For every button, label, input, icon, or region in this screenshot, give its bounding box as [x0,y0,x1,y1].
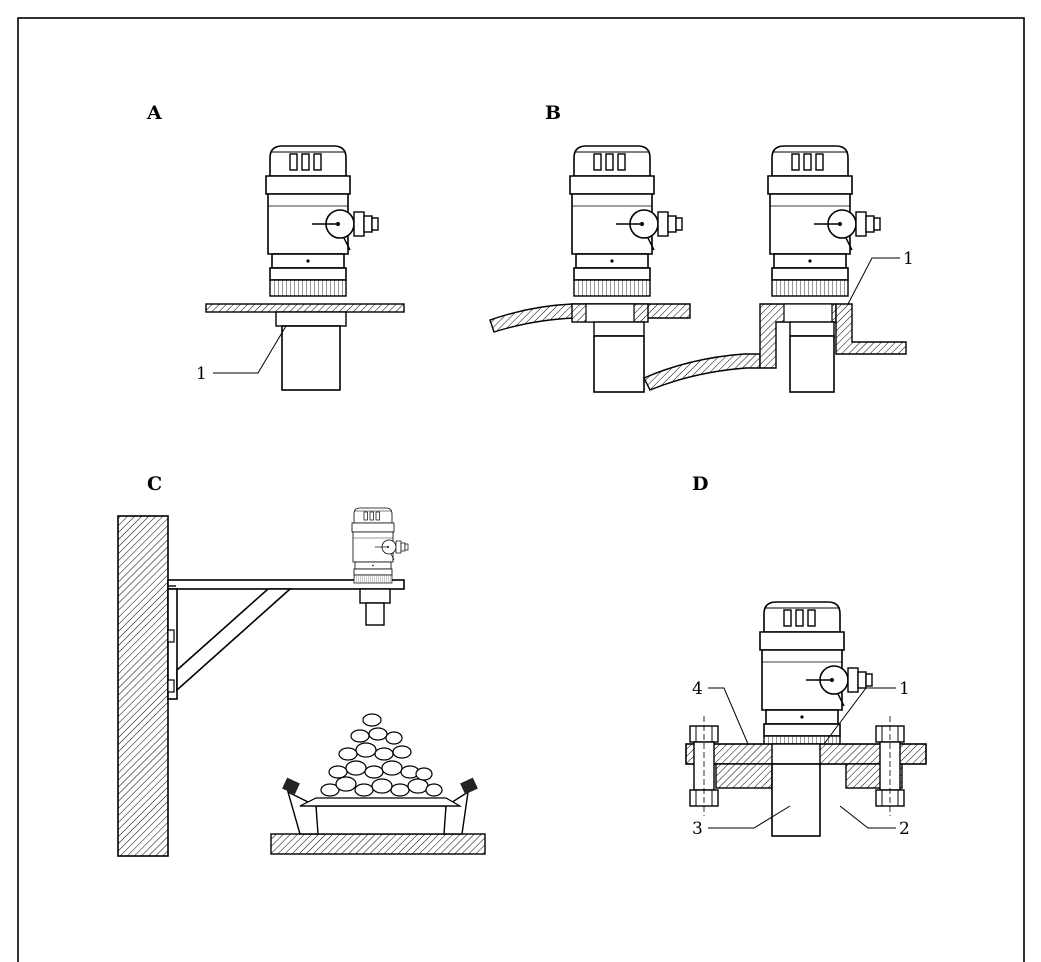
callout-d3: 3 [692,819,703,839]
panel-c-label: C [147,473,162,495]
panel-d: D 4 [685,473,927,839]
panel-c: C [117,473,486,857]
callout-line-d4 [708,687,749,745]
vessel-roof-b-right [643,353,761,391]
bolt-left [689,716,719,816]
callout-line-b1 [847,257,900,305]
sensor-horn-b-left [593,335,645,393]
callout-d4: 4 [692,679,703,699]
callout-d1: 1 [899,679,910,699]
panel-a: A 1 [146,102,405,391]
sensor-housing-b-right [767,145,881,297]
bolt-right [875,716,905,816]
sensor-horn-c [365,602,385,626]
panel-b-label: B [545,102,561,124]
drawing-frame [17,17,1025,962]
wall-bracket [167,588,178,700]
callout-line-d1 [823,687,896,745]
callout-line-a1 [213,325,287,374]
wall [117,515,169,857]
sensor-horn-d [771,763,821,837]
conveyor-with-bulk-material [270,713,486,855]
counter-flange-left [715,763,773,789]
wall-bolt-2 [167,679,175,693]
counter-nut-a [275,311,347,327]
nozzle-b-right-right-wall [835,303,907,355]
sensor-housing-c [351,507,409,584]
sensor-horn-a [281,325,341,391]
callout-line-d3 [708,805,791,829]
panel-b: B 1 [489,102,914,393]
sensor-housing-d [759,601,873,753]
callout-a1: 1 [196,364,207,384]
sensor-horn-b-right [789,335,835,393]
wall-bolt-1 [167,629,175,643]
diagonal-strut [176,588,293,692]
sensor-housing-b-left [569,145,683,297]
callout-b1: 1 [903,249,914,269]
callout-d2: 2 [899,819,910,839]
sensor-housing-a [265,145,379,297]
panel-d-label: D [692,473,708,495]
mounting-plate-a [205,303,405,313]
panel-a-label: A [146,102,162,124]
callout-line-d2 [839,805,896,829]
